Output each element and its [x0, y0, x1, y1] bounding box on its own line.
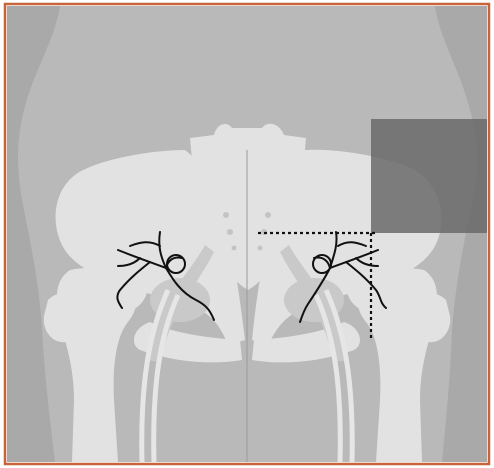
highlight-quadrant [371, 119, 487, 233]
